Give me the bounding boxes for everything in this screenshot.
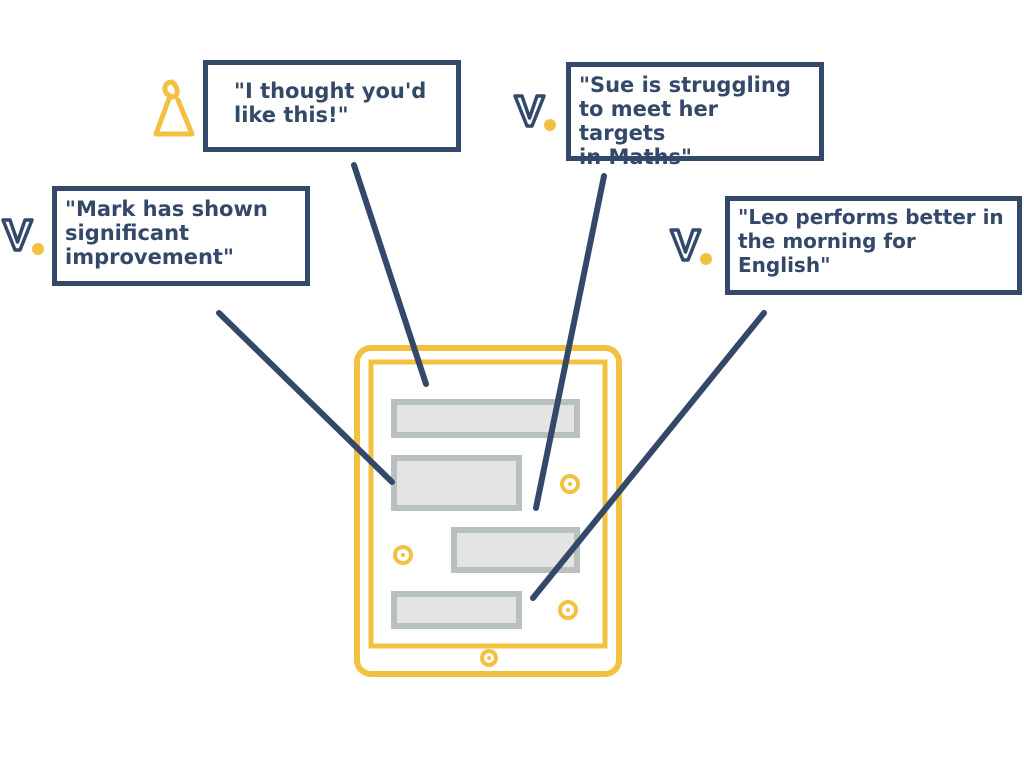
tablet-screen — [368, 359, 608, 649]
person-icon — [153, 79, 195, 137]
quote-sue: "Sue is struggling to meet her targets i… — [566, 62, 824, 169]
content-bar-2 — [391, 455, 522, 511]
content-bar-4 — [391, 591, 522, 629]
connector-leo — [530, 310, 767, 601]
content-bar-1 — [391, 399, 580, 438]
quote-parent: "I thought you'd like this!" — [203, 60, 461, 152]
marker-dot — [560, 474, 580, 494]
marker-dot — [558, 600, 578, 620]
home-button-dot — [487, 656, 491, 660]
connector-mark — [216, 310, 395, 485]
v-logo-icon — [669, 228, 712, 265]
v-logo-icon — [1, 218, 44, 255]
tablet-home-button — [480, 649, 498, 667]
v-logo-icon — [513, 94, 556, 131]
tablet-frame — [354, 345, 622, 677]
quote-leo: "Leo performs better in the morning for … — [725, 196, 1022, 295]
marker-dot — [393, 545, 413, 565]
connector-sue — [533, 173, 607, 511]
connector-parent — [351, 162, 429, 387]
quote-mark: "Mark has shown significant improvement" — [52, 186, 310, 286]
content-bar-3 — [451, 527, 580, 573]
